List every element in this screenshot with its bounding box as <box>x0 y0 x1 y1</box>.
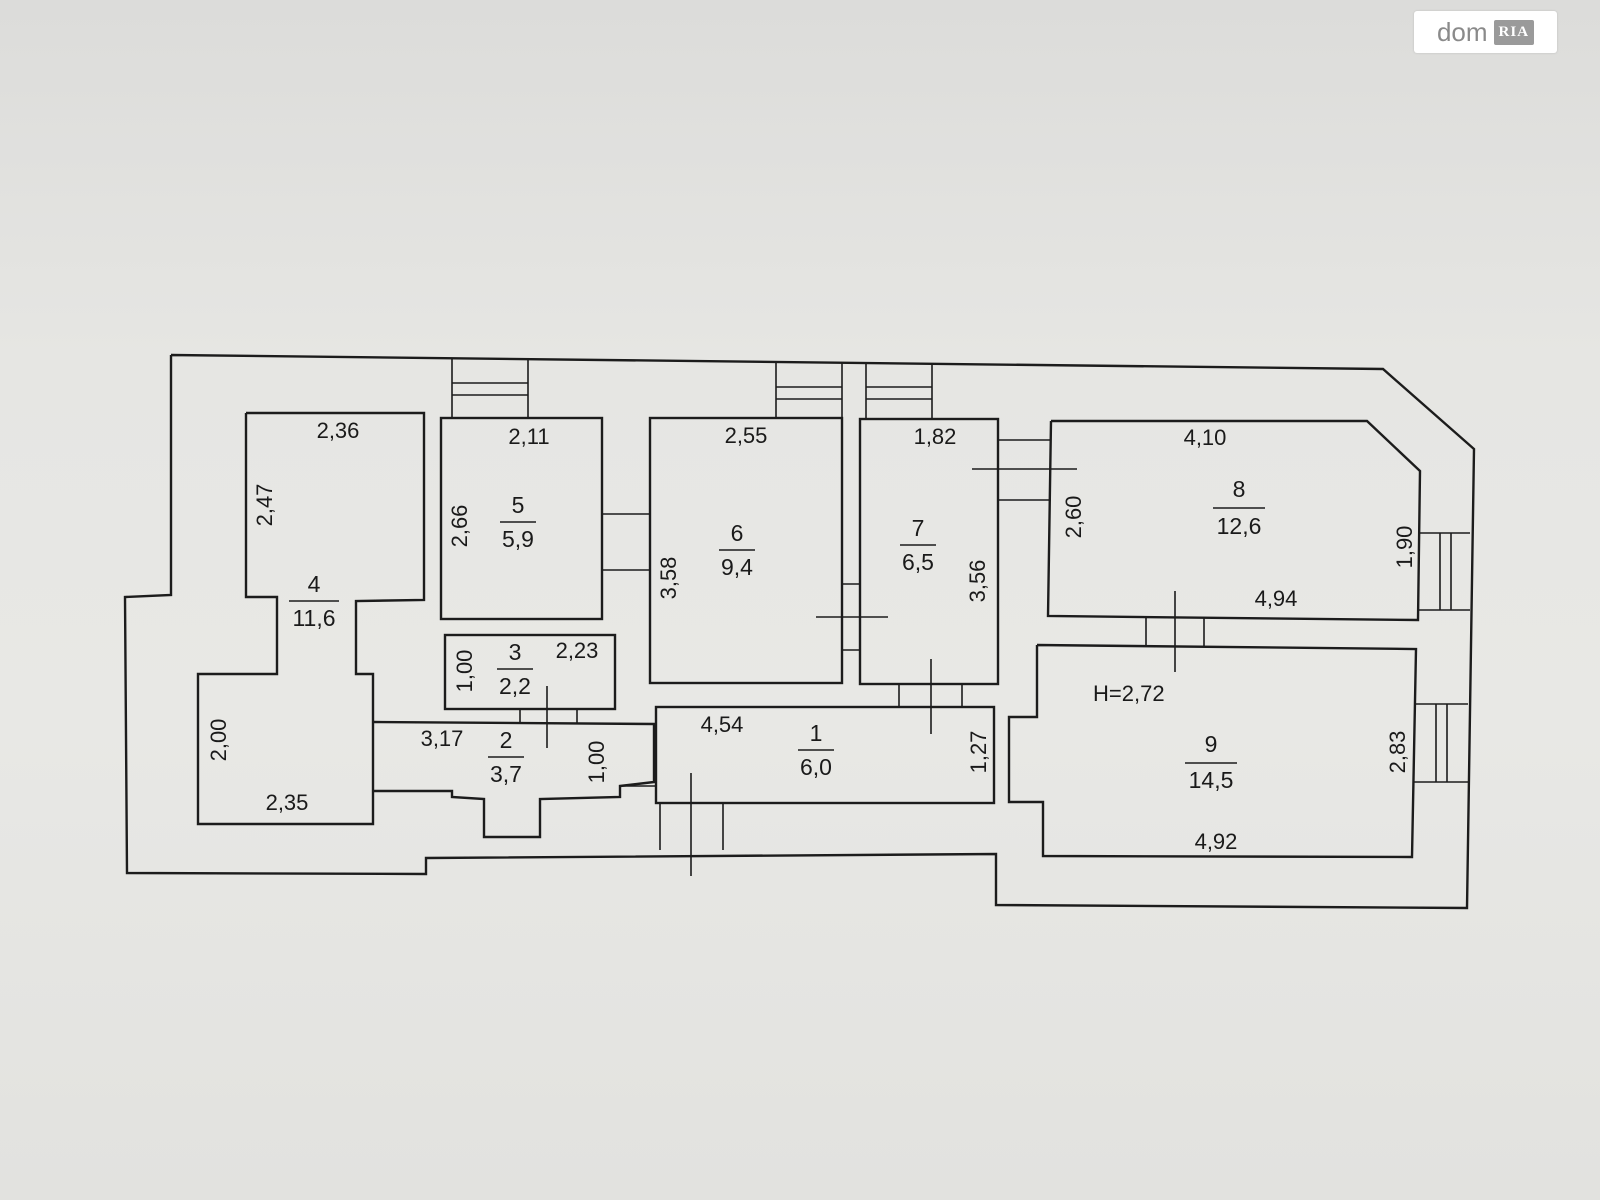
dim-r4-top: 2,36 <box>317 418 360 443</box>
dim-r2-width: 3,17 <box>421 726 464 751</box>
dom-ria-watermark: dom RIA <box>1414 11 1557 53</box>
room-5-outline <box>439 416 604 621</box>
ceiling-height-label: H=2,72 <box>1093 681 1165 706</box>
svg-text:12,6: 12,6 <box>1217 513 1262 539</box>
opening-2-1 <box>620 723 656 787</box>
dim-r8-right: 1,90 <box>1392 526 1417 569</box>
svg-text:2,2: 2,2 <box>499 673 531 699</box>
room-2-outline <box>372 720 656 839</box>
dim-r6-top: 2,55 <box>725 423 768 448</box>
dim-r4-side: 2,47 <box>252 484 277 527</box>
dim-r8-top: 4,10 <box>1184 425 1227 450</box>
dim-r1-side: 1,27 <box>966 731 991 774</box>
window-top-2 <box>775 363 843 418</box>
svg-text:1: 1 <box>810 720 823 746</box>
room-8-label: 8 12,6 <box>1213 476 1265 539</box>
svg-text:2: 2 <box>500 727 513 753</box>
dim-r8-left: 2,60 <box>1061 496 1086 539</box>
opening-6-7 <box>816 583 888 651</box>
opening-8-9 <box>1145 591 1205 672</box>
dim-r9-side: 2,83 <box>1385 731 1410 774</box>
window-top-1 <box>451 358 529 418</box>
room-3-label: 3 2,2 <box>497 639 533 699</box>
svg-text:5,9: 5,9 <box>502 526 534 552</box>
room-2-label: 2 3,7 <box>488 727 524 787</box>
room-7-label: 7 6,5 <box>900 515 936 575</box>
room-1-outline <box>654 705 996 805</box>
room-7-outline <box>858 417 1000 686</box>
svg-text:3: 3 <box>509 639 522 665</box>
dim-r4-lower-side: 2,00 <box>206 719 231 762</box>
room-3-outline <box>443 633 617 711</box>
dim-r5-top: 2,11 <box>508 424 549 449</box>
svg-text:7: 7 <box>912 515 925 541</box>
dim-r3-side: 1,00 <box>452 650 477 693</box>
opening-7-8 <box>972 439 1077 501</box>
svg-text:8: 8 <box>1233 476 1246 502</box>
svg-text:5: 5 <box>512 492 525 518</box>
svg-text:14,5: 14,5 <box>1189 767 1234 793</box>
watermark-badge: RIA <box>1493 19 1535 45</box>
room-5-label: 5 5,9 <box>500 492 536 552</box>
svg-text:6: 6 <box>731 520 744 546</box>
opening-7-1 <box>898 659 963 734</box>
dim-r7-top: 1,82 <box>914 424 957 449</box>
entrance-door <box>659 773 724 876</box>
window-top-3 <box>865 363 933 419</box>
room-9-outline <box>1007 643 1418 859</box>
room-4-outline <box>196 411 426 826</box>
opening-3-2 <box>519 686 578 748</box>
dim-r6-side: 3,58 <box>656 557 681 600</box>
window-right-1 <box>1418 532 1470 611</box>
dim-r3-top: 2,23 <box>556 638 599 663</box>
room-1-label: 1 6,0 <box>798 720 834 780</box>
dim-r9-bottom: 4,92 <box>1195 829 1238 854</box>
svg-text:9: 9 <box>1205 731 1218 757</box>
svg-text:4: 4 <box>308 571 321 597</box>
svg-text:3,7: 3,7 <box>490 761 522 787</box>
svg-text:6,5: 6,5 <box>902 549 934 575</box>
dim-r4-bottom: 2,35 <box>266 790 309 815</box>
dim-r5-side: 2,66 <box>447 505 472 548</box>
opening-5-6 <box>602 513 650 571</box>
svg-text:11,6: 11,6 <box>292 605 335 631</box>
room-8-outline <box>1046 419 1422 622</box>
room-4-label: 4 11,6 <box>289 571 339 631</box>
room-9-label: 9 14,5 <box>1185 731 1237 793</box>
window-right-2 <box>1414 703 1468 783</box>
room-6-outline <box>648 416 844 685</box>
dim-r8-bottom: 4,94 <box>1255 586 1298 611</box>
svg-text:6,0: 6,0 <box>800 754 832 780</box>
dim-r7-side: 3,56 <box>965 560 990 603</box>
outer-wall <box>123 353 1476 910</box>
watermark-brand: dom <box>1436 16 1488 47</box>
dim-r2-side: 1,00 <box>584 741 609 784</box>
room-6-label: 6 9,4 <box>719 520 755 580</box>
dim-r1-top: 4,54 <box>701 712 744 737</box>
svg-text:9,4: 9,4 <box>721 554 753 580</box>
